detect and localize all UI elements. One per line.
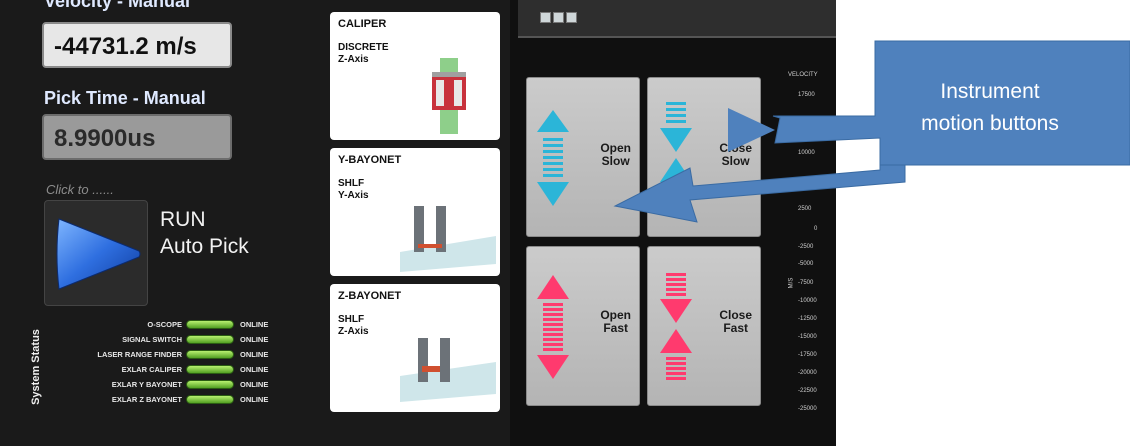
z-bayonet-image (400, 338, 496, 402)
status-value: ONLINE (240, 395, 269, 404)
status-row-o-scope: O-SCOPE ONLINE (52, 318, 282, 331)
label-line: Slow (721, 154, 750, 168)
open-slow-button[interactable]: Open Slow (526, 77, 640, 237)
instrument-type: SHLF (338, 178, 365, 189)
label-line: Open (600, 308, 631, 322)
velocity-title: Velocity - Manual (44, 0, 191, 11)
instrument-type: DISCRETE (338, 42, 389, 53)
left-panel: Velocity - Manual -44731.2 m/s Pick Time… (0, 0, 324, 446)
application-window: Velocity - Manual -44731.2 m/s Pick Time… (0, 0, 836, 446)
gauge-tick: -7500 (798, 280, 814, 286)
status-value: ONLINE (240, 380, 269, 389)
run-hint: Click to ...... (46, 182, 114, 197)
callout-shape (772, 40, 1130, 166)
run-label-line1: RUN (160, 208, 206, 231)
instrument-type: SHLF (338, 314, 365, 325)
gauge-tick: -10000 (798, 298, 817, 304)
zoom-icon[interactable] (553, 12, 564, 23)
status-device-label: EXLAR Y BAYONET (111, 380, 182, 389)
instrument-title: Z-BAYONET (338, 290, 402, 302)
instrument-card-caliper[interactable]: CALIPER DISCRETE Z-Axis (330, 12, 500, 140)
close-fast-arrows-icon (660, 273, 692, 380)
callout-arrow-lower (613, 164, 906, 223)
status-device-label: O-SCOPE (147, 320, 182, 329)
open-fast-button[interactable]: Open Fast (526, 246, 640, 406)
instrument-card-y-bayonet[interactable]: Y-BAYONET SHLF Y-Axis (330, 148, 500, 276)
status-device-label: EXLAR CALIPER (121, 365, 182, 374)
open-slow-label: Open Slow (600, 142, 631, 168)
status-device-label: LASER RANGE FINDER (97, 350, 182, 359)
instrument-list: CALIPER DISCRETE Z-Axis Y-BAYONET SHLF Y… (324, 0, 510, 446)
instrument-title: CALIPER (338, 18, 387, 30)
status-indicator (186, 335, 234, 344)
run-auto-pick-label: RUN Auto Pick (160, 206, 249, 260)
gauge-tick: 10000 (798, 150, 815, 156)
gauge-tick: 17500 (798, 92, 815, 98)
velocity-value-field[interactable]: -44731.2 m/s (42, 22, 232, 68)
instrument-subtitle: DISCRETE Z-Axis (338, 42, 500, 66)
status-row-laser-range-finder: LASER RANGE FINDER ONLINE (52, 348, 282, 361)
y-bayonet-image (400, 206, 496, 272)
instrument-axis: Y-Axis (338, 190, 369, 201)
instrument-subtitle: SHLF Y-Axis (338, 178, 500, 202)
gauge-tick: -5000 (798, 261, 814, 267)
pick-time-value-field[interactable]: 8.9900us (42, 114, 232, 160)
gauge-tick: -2500 (798, 244, 814, 250)
gauge-title: VELOCITY (788, 72, 818, 78)
open-slow-arrows-icon (537, 110, 569, 206)
status-indicator (186, 380, 234, 389)
pick-time-title: Pick Time - Manual (44, 88, 206, 108)
callout-arrow-upper (728, 108, 775, 152)
close-fast-button[interactable]: Close Fast (647, 246, 761, 406)
status-value: ONLINE (240, 365, 269, 374)
gauge-tick: -17500 (798, 352, 817, 358)
callout-text: Instrument motion buttons (880, 76, 1100, 140)
instrument-axis: Z-Axis (338, 326, 369, 337)
status-value: ONLINE (240, 335, 269, 344)
play-icon (56, 218, 141, 290)
status-indicator (186, 320, 234, 329)
status-indicator (186, 395, 234, 404)
gauge-tick: -20000 (798, 370, 817, 376)
label-line: Fast (723, 321, 748, 335)
status-value: ONLINE (240, 320, 269, 329)
gauge-tick: -15000 (798, 334, 817, 340)
callout-line1: Instrument (940, 80, 1040, 103)
gauge-tick: -25000 (798, 406, 817, 412)
status-row-exlar-z-bayonet: EXLAR Z BAYONET ONLINE (52, 393, 282, 406)
toolbar (518, 0, 836, 38)
open-fast-arrows-icon (537, 275, 569, 379)
status-device-label: SIGNAL SWITCH (122, 335, 182, 344)
status-row-exlar-caliper: EXLAR CALIPER ONLINE (52, 363, 282, 376)
status-value: ONLINE (240, 350, 269, 359)
label-line: Slow (601, 154, 630, 168)
instrument-subtitle: SHLF Z-Axis (338, 314, 500, 338)
gauge-tick: 0 (814, 226, 818, 232)
pan-icon[interactable] (566, 12, 577, 23)
status-device-label: EXLAR Z BAYONET (111, 395, 182, 404)
instrument-card-z-bayonet[interactable]: Z-BAYONET SHLF Z-Axis (330, 284, 500, 412)
instrument-title: Y-BAYONET (338, 154, 402, 166)
run-label-line2: Auto Pick (160, 235, 249, 258)
status-row-exlar-y-bayonet: EXLAR Y BAYONET ONLINE (52, 378, 282, 391)
status-row-signal-switch: SIGNAL SWITCH ONLINE (52, 333, 282, 346)
status-indicator (186, 350, 234, 359)
gauge-tick: -22500 (798, 388, 817, 394)
close-fast-label: Close Fast (719, 309, 752, 335)
gauge-tick: 2500 (798, 206, 812, 212)
label-line: Fast (603, 321, 628, 335)
callout-line2: motion buttons (921, 112, 1059, 135)
label-line: Open (600, 141, 631, 155)
open-fast-label: Open Fast (600, 309, 631, 335)
gauge-tick: -12500 (798, 316, 817, 322)
grid-icon[interactable] (540, 12, 551, 23)
status-indicator (186, 365, 234, 374)
caliper-image (432, 58, 466, 134)
instrument-axis: Z-Axis (338, 54, 369, 65)
run-auto-pick-button[interactable] (44, 200, 148, 306)
label-line: Close (719, 308, 752, 322)
